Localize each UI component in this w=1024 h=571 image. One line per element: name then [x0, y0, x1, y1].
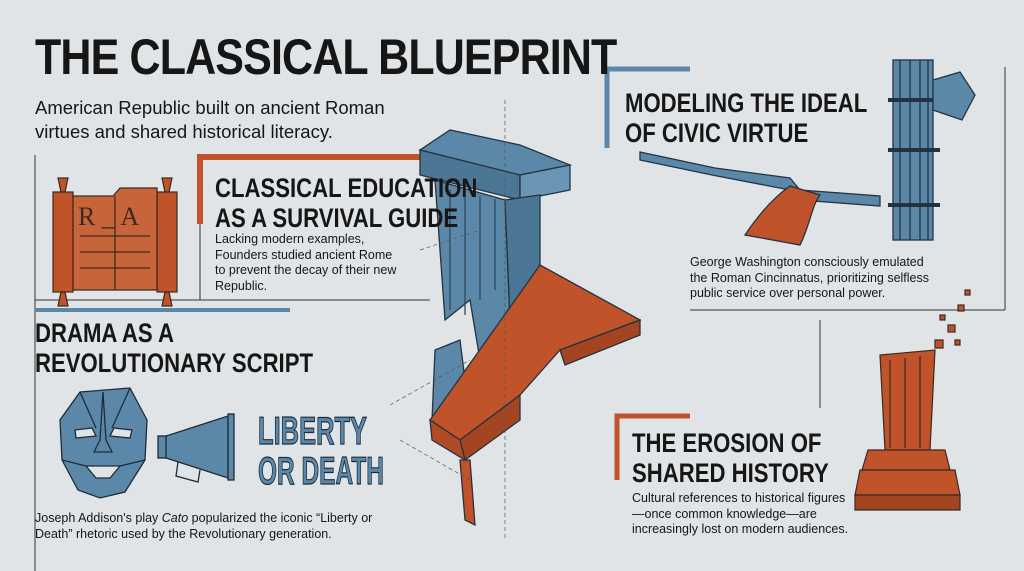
mask-icon	[59, 387, 148, 499]
heading-line: REVOLUTIONARY SCRIPT	[35, 348, 314, 378]
heading-line: SHARED HISTORY	[632, 458, 829, 488]
body-text: popularized the iconic “Liberty or Death…	[35, 511, 373, 541]
slogan-line: LIBERTY	[258, 408, 367, 452]
panel-frames	[34, 67, 1006, 571]
body-text: Joseph Addison's play	[35, 511, 162, 525]
section-heading-education: CLASSICAL EDUCATION AS A SURVIVAL GUIDE	[215, 173, 477, 233]
heading-line: OF CIVIC VIRTUE	[625, 118, 809, 148]
section-body-education: Lacking modern examples, Founders studie…	[215, 232, 397, 293]
section-body-erosion: Cultural references to historical figure…	[632, 491, 849, 536]
play-title: Cato	[161, 511, 189, 525]
section-heading-erosion: THE EROSION OF SHARED HISTORY	[632, 428, 829, 488]
heading-line: THE EROSION OF	[632, 428, 822, 458]
heading-line: AS A SURVIVAL GUIDE	[215, 203, 459, 233]
megaphone-icon	[157, 413, 235, 483]
section-body-civic: George Washington consciously emulated t…	[690, 255, 929, 300]
fasces-icon	[888, 59, 976, 241]
orange-accent-erosion	[614, 413, 690, 480]
orange-accent-top	[197, 154, 420, 224]
plow-icon	[639, 151, 881, 246]
heading-line: MODELING THE IDEAL	[625, 88, 868, 118]
heading-line: CLASSICAL EDUCATION	[215, 173, 478, 203]
heading-line: DRAMA AS A	[35, 318, 174, 348]
scroll-icon: R_A	[52, 177, 178, 307]
crumbling-column-icon	[854, 289, 971, 511]
slogan-line: OR DEATH	[258, 448, 384, 492]
section-heading-civic: MODELING THE IDEAL OF CIVIC VIRTUE	[625, 88, 867, 148]
section-heading-drama: DRAMA AS A REVOLUTIONARY SCRIPT	[35, 318, 313, 378]
blueprint-guide-lines	[389, 100, 506, 540]
liberty-or-death-slogan: LIBERTY OR DEATH	[258, 408, 385, 493]
scroll-lettering: R_A	[78, 202, 145, 231]
page-title: THE CLASSICAL BLUEPRINT	[35, 29, 617, 85]
section-body-drama: Joseph Addison's play Cato popularized t…	[35, 511, 375, 542]
page-subtitle: American Republic built on ancient Roman…	[35, 97, 385, 142]
blue-accent-civic	[604, 66, 690, 148]
column-ibeam-illustration	[418, 129, 642, 527]
